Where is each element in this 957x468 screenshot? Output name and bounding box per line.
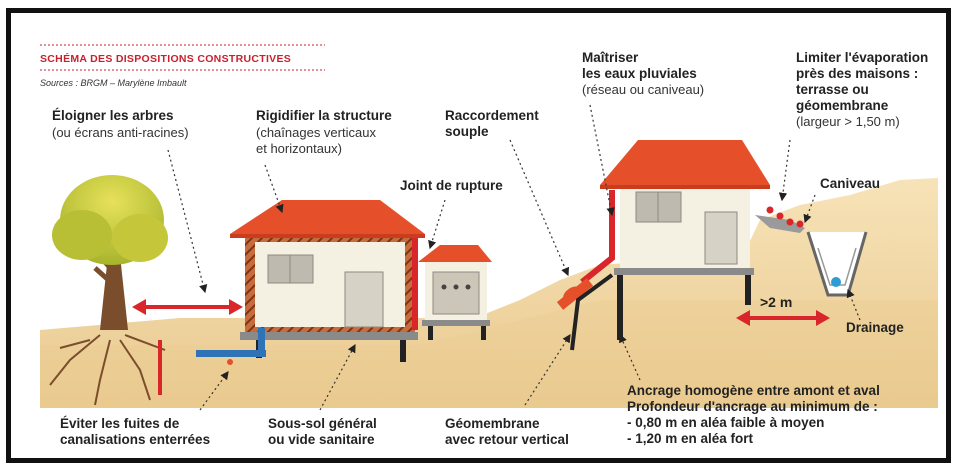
label-raccord-2: souple [445, 124, 489, 139]
label-drainage: Drainage [846, 320, 904, 335]
label-pluviales-1: Maîtriser [582, 50, 639, 65]
ground-lower-shade [40, 300, 938, 408]
label-evap-1: Limiter l'évaporation [796, 50, 928, 65]
label-fuites-1: Éviter les fuites de [60, 416, 180, 431]
label-soussol-1: Sous-sol général [268, 416, 377, 431]
label-evap-3: terrasse ou [796, 82, 869, 97]
tree-distance-arrow [132, 299, 243, 315]
label-geomembrane-1: Géomembrane [445, 416, 540, 431]
label-evap-2: près des maisons : [796, 66, 918, 81]
tree-illustration [49, 175, 168, 406]
label-trees-bold: Éloigner les arbres [52, 108, 174, 123]
label-fuites-2: canalisations enterrées [60, 432, 210, 447]
label-pluviales-3: (réseau ou caniveau) [582, 82, 704, 97]
label-ancrage-1: Ancrage homogène entre amont et aval [627, 383, 880, 398]
label-evap-4: géomembrane [796, 98, 889, 113]
label-trees-normal: (ou écrans anti-racines) [52, 125, 189, 140]
label-joint: Joint de rupture [400, 178, 503, 193]
house-upslope [556, 140, 770, 340]
label-caniveau: Caniveau [820, 176, 880, 191]
label-distance: >2 m [760, 294, 792, 310]
label-structure-normal2: et horizontaux) [256, 141, 342, 156]
label-soussol-2: ou vide sanitaire [268, 432, 375, 447]
label-raccord-1: Raccordement [445, 108, 539, 123]
terrace-and-gutter [755, 206, 868, 297]
min-distance-arrow [736, 310, 830, 326]
label-structure-normal1: (chaînages verticaux [256, 125, 376, 140]
label-ancrage-2: Profondeur d'ancrage au minimum de : [627, 399, 878, 414]
buried-pipe [196, 328, 266, 365]
garage [418, 245, 492, 340]
header-sources: Sources : BRGM – Marylène Imbault [40, 78, 187, 88]
leader-lines [167, 104, 861, 411]
anti-root-screen [158, 340, 162, 395]
header-title: SCHÉMA DES DISPOSITIONS CONSTRUCTIVES [40, 52, 291, 65]
geomembrane-vertical [570, 273, 614, 351]
label-ancrage-3: - 0,80 m en aléa faible à moyen [627, 415, 824, 430]
label-pluviales-2: les eaux pluviales [582, 66, 697, 81]
label-ancrage-4: - 1,20 m en aléa fort [627, 431, 754, 446]
label-evap-5: (largeur > 1,50 m) [796, 114, 900, 129]
label-geomembrane-2: avec retour vertical [445, 432, 569, 447]
label-structure-bold: Rigidifier la structure [256, 108, 392, 123]
